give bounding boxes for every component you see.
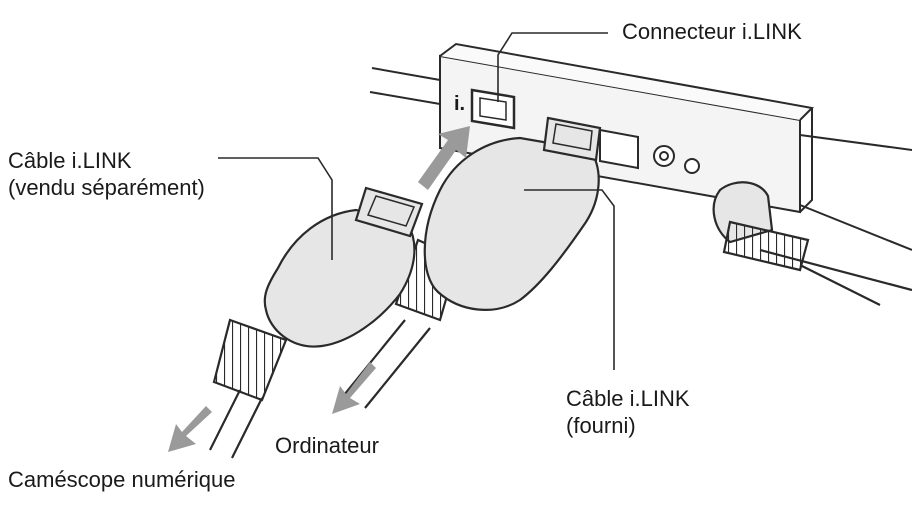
supplied-cable-label: Câble i.LINK (fourni) bbox=[566, 385, 690, 439]
ilink-logo: i. bbox=[454, 93, 465, 115]
camcorder-label: Caméscope numérique bbox=[8, 467, 236, 492]
leader-lines bbox=[218, 32, 615, 370]
sold-cable-label: Câble i.LINK (vendu séparément) bbox=[8, 147, 205, 201]
insertion-arrow bbox=[418, 126, 470, 190]
connector-label: Connecteur i.LINK bbox=[622, 19, 802, 44]
to-computer-arrow bbox=[332, 362, 376, 414]
power-plug bbox=[712, 181, 912, 306]
leader-supplied-cable bbox=[524, 189, 615, 370]
leader-connector bbox=[497, 32, 608, 102]
supplied-cable bbox=[339, 116, 602, 409]
sold-cable-label-line1: Câble i.LINK bbox=[8, 148, 132, 173]
to-camcorder-arrow bbox=[168, 406, 212, 452]
sold-cable-label-line2: (vendu séparément) bbox=[8, 175, 205, 200]
supplied-cable-label-line2: (fourni) bbox=[566, 413, 636, 438]
panel-ports bbox=[599, 128, 700, 174]
ilink-port: i. bbox=[454, 88, 516, 130]
computer-body bbox=[369, 67, 912, 251]
supplied-cable-label-line1: Câble i.LINK bbox=[566, 386, 690, 411]
computer-label: Ordinateur bbox=[275, 433, 379, 458]
leader-sold-cable bbox=[218, 157, 333, 260]
sold-separately-cable bbox=[209, 186, 424, 459]
